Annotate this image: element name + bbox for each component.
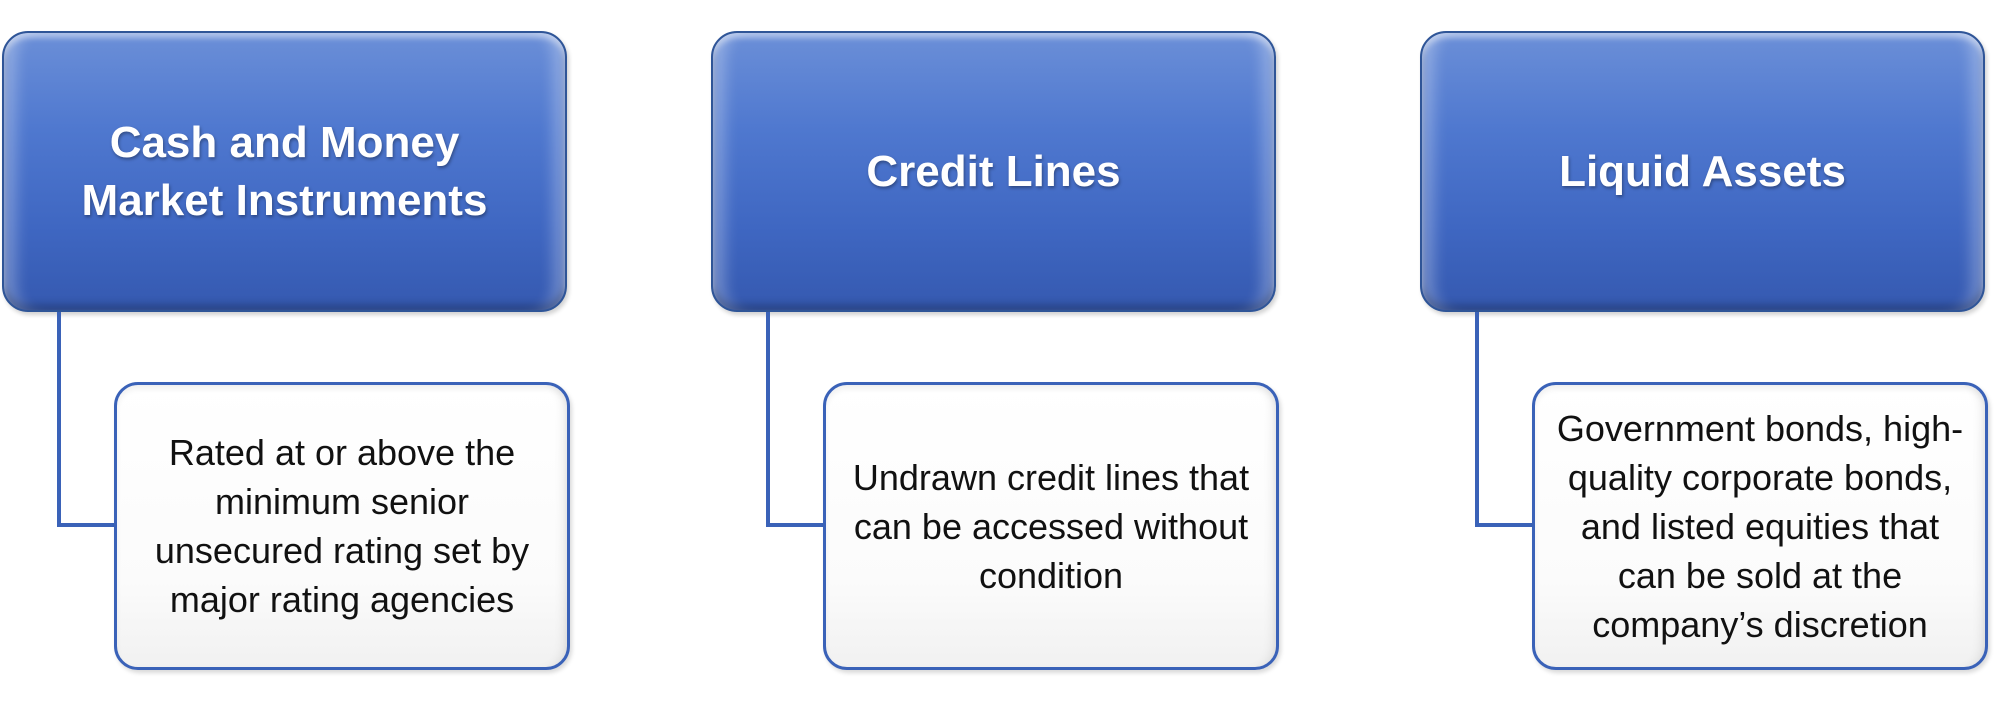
connector-vertical-cash [57,312,61,527]
header-text-credit-lines: Credit Lines [866,146,1121,196]
connector-horizontal-liquid-assets [1475,523,1535,527]
detail-box-cash: Rated at or above the minimum senior uns… [114,382,570,670]
detail-text-cash: Rated at or above the minimum senior uns… [154,432,530,620]
detail-box-credit-lines: Undrawn credit lines that can be accesse… [823,382,1279,670]
detail-box-liquid-assets: Government bonds, high-quality corporate… [1532,382,1988,670]
header-box-liquid-assets: Liquid Assets [1420,31,1985,312]
column-cash: Cash and Money Market Instruments Rated … [0,0,600,702]
column-liquid-assets: Liquid Assets Government bonds, high-qua… [1418,0,2000,702]
detail-text-credit-lines: Undrawn credit lines that can be accesse… [852,456,1250,596]
header-box-credit-lines: Credit Lines [711,31,1276,312]
column-credit-lines: Credit Lines Undrawn credit lines that c… [709,0,1309,702]
connector-horizontal-credit-lines [766,523,826,527]
connector-horizontal-cash [57,523,117,527]
header-text-liquid-assets: Liquid Assets [1559,146,1846,196]
header-box-cash: Cash and Money Market Instruments [2,31,567,312]
connector-vertical-credit-lines [766,312,770,527]
header-text-cash: Cash and Money Market Instruments [81,117,488,225]
detail-text-liquid-assets: Government bonds, high-quality corporate… [1556,407,1964,645]
connector-vertical-liquid-assets [1475,312,1479,527]
